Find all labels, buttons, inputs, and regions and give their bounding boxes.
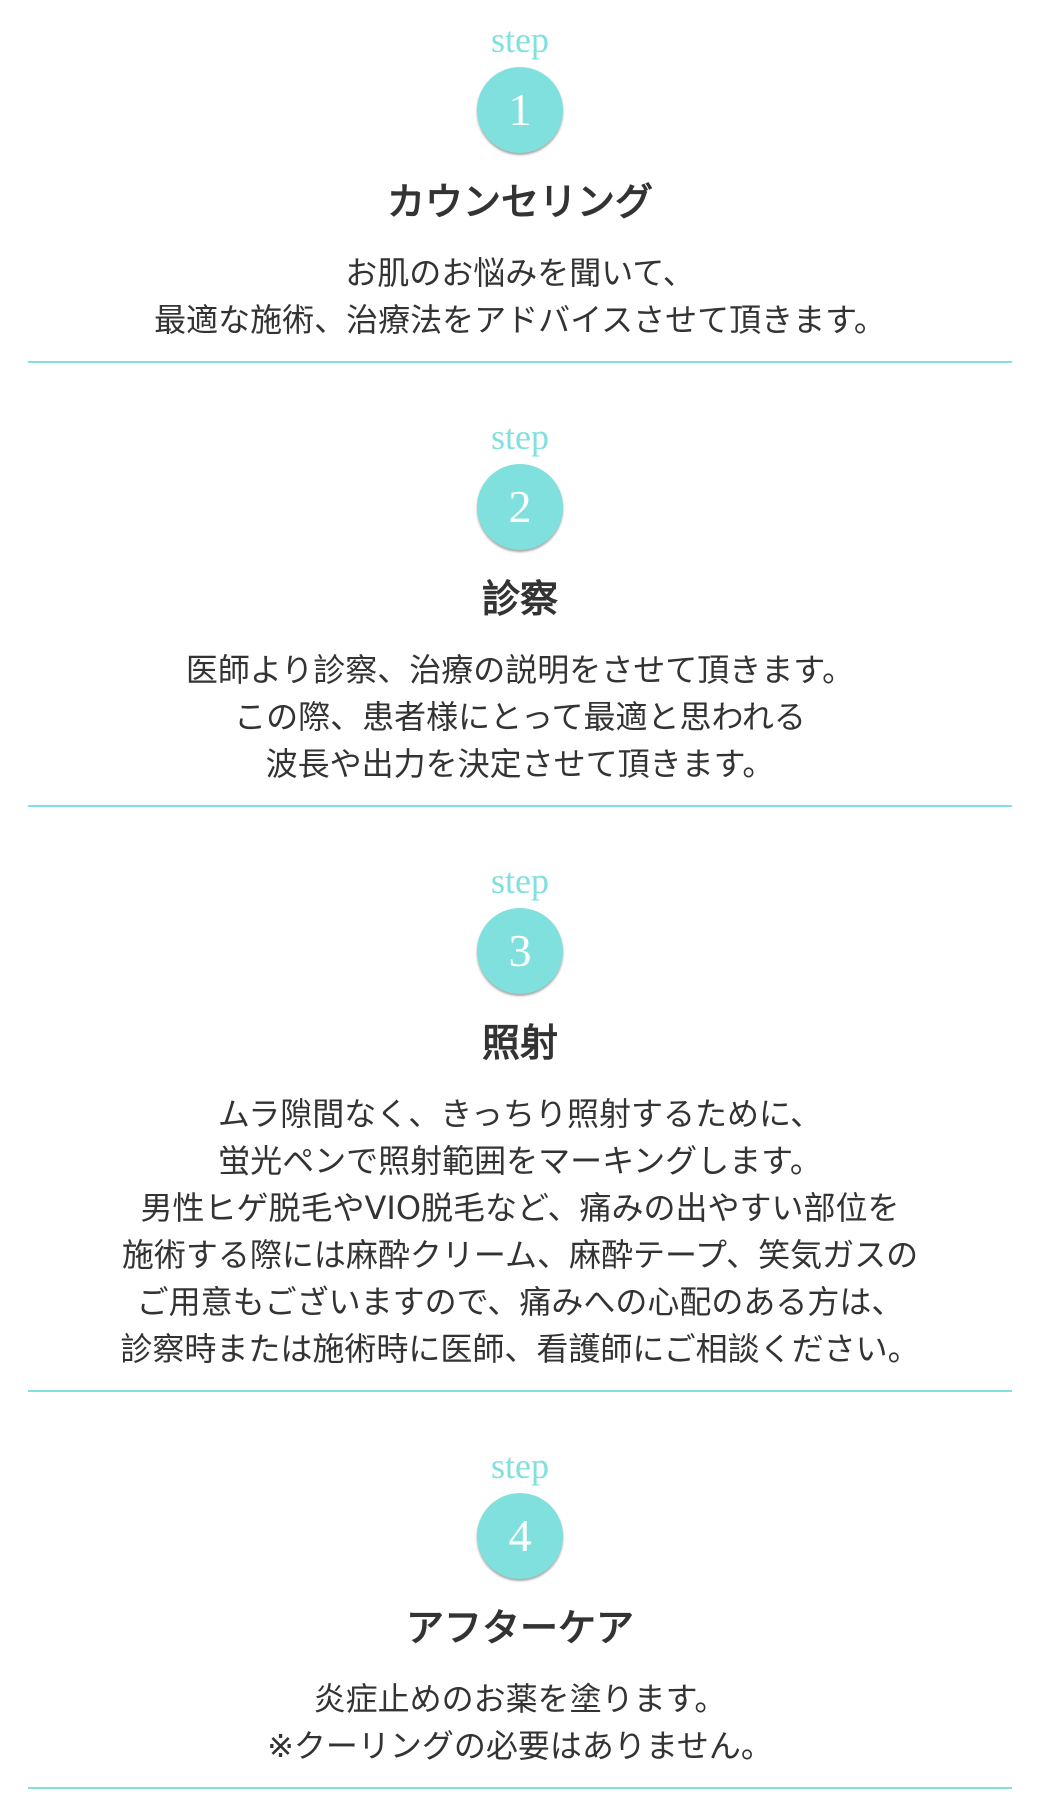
step-label: step [491, 417, 549, 457]
step-description: 医師より診察、治療の説明をさせて頂きます。この際、患者様にとって最適と思われる波… [0, 647, 1040, 788]
section-divider [28, 361, 1012, 363]
step-title: アフターケア [405, 1606, 634, 1650]
description-line: ※クーリングの必要はありません。 [267, 1727, 773, 1765]
step-number-badge: 3 [477, 908, 563, 994]
step-label: step [491, 861, 549, 901]
description-line: 施術する際には麻酔クリーム、麻酔テープ、笑気ガスの [121, 1236, 919, 1274]
step-description: ムラ隙間なく、きっちり照射するために、蛍光ペンで照射範囲をマーキングします。男性… [0, 1091, 1040, 1373]
step-description: お肌のお悩みを聞いて、最適な施術、治療法をアドバイスさせて頂きます。 [0, 250, 1040, 344]
description-line: 蛍光ペンで照射範囲をマーキングします。 [218, 1142, 822, 1180]
step-section-2: step 2 診察医師より診察、治療の説明をさせて頂きます。この際、患者様にとって最… [0, 363, 1040, 807]
step-section-3: step 3 照射ムラ隙間なく、きっちり照射するために、蛍光ペンで照射範囲をマーキン… [0, 807, 1040, 1392]
step-section-1: step 1 カウンセリングお肌のお悩みを聞いて、最適な施術、治療法をアドバイスさせ… [0, 0, 1040, 363]
description-line: 最適な施術、治療法をアドバイスさせて頂きます。 [154, 301, 886, 339]
step-section-4: step 4 アフターケア炎症止めのお薬を塗ります。 ※クーリングの必要はありません。 [0, 1392, 1040, 1789]
step-title: カウンセリング [386, 180, 653, 224]
description-line: 診察時または施術時に医師、看護師にご相談ください。 [120, 1330, 920, 1368]
description-line: 波長や出力を決定させて頂きます。 [265, 745, 775, 783]
section-divider [28, 805, 1012, 807]
description-line: ご用意もございますので、痛みへの心配のある方は、 [136, 1283, 904, 1321]
step-title: 診察 [481, 577, 558, 621]
section-divider [28, 1787, 1012, 1789]
description-line: ムラ隙間なく、きっちり照射するために、 [217, 1095, 823, 1133]
step-title: 照射 [481, 1021, 558, 1065]
step-description: 炎症止めのお薬を塗ります。 ※クーリングの必要はありません。 [0, 1676, 1040, 1770]
step-number-badge: 4 [477, 1493, 563, 1579]
description-line: 医師より診察、治療の説明をさせて頂きます。 [185, 651, 855, 689]
description-line: 男性ヒゲ脱毛やVIO脱毛など、痛みの出やすい部位を [140, 1189, 900, 1227]
description-line: お肌のお悩みを聞いて、 [345, 254, 695, 292]
step-number-badge: 1 [477, 67, 563, 153]
description-line: この際、患者様にとって最適と思われる [234, 698, 806, 736]
section-divider [28, 1390, 1012, 1392]
description-line: 炎症止めのお薬を塗ります。 [313, 1680, 727, 1718]
step-label: step [491, 1446, 549, 1486]
step-label: step [491, 20, 549, 60]
step-number-badge: 2 [477, 464, 563, 550]
